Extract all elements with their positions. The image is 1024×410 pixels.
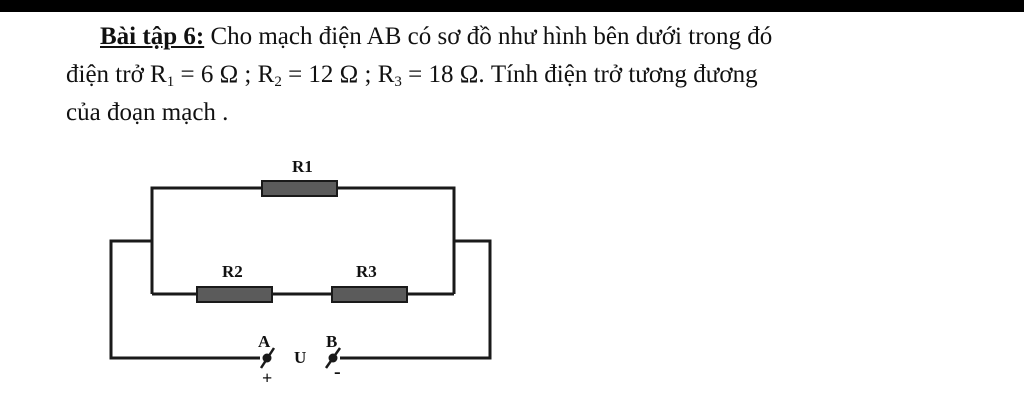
- label-terminal-b: B: [326, 332, 337, 351]
- terminal-a: [259, 347, 276, 369]
- label-r3: R3: [356, 262, 377, 281]
- circuit-wires: [109, 186, 492, 360]
- r1-value: = 6 Ω: [174, 61, 239, 88]
- label-plus: +: [262, 368, 272, 388]
- separator-2: ;: [358, 61, 378, 88]
- resistor-intro: điện trở: [66, 61, 151, 88]
- label-r1: R1: [292, 157, 313, 176]
- wire-top-branch: [150, 186, 262, 294]
- circuit-diagram: R1 R2 R3 A B U + -: [109, 157, 492, 388]
- question-end-text: của đoạn mạch .: [66, 99, 229, 126]
- resistor-r3: [331, 286, 408, 303]
- wire-top-branch-right: [337, 186, 456, 294]
- problem-intro-text: Cho mạch điện AB có sơ đồ như hình bên d…: [204, 23, 773, 50]
- r3-symbol: R: [377, 61, 395, 88]
- terminal-b: [324, 347, 342, 369]
- r1-symbol: R: [150, 61, 167, 88]
- resistor-r2: [196, 286, 273, 303]
- r2-symbol: R: [257, 61, 275, 88]
- exercise-title: Bài tập 6:: [100, 23, 205, 50]
- label-minus: -: [334, 361, 341, 383]
- problem-line-1: Bài tập 6: Cho mạch điện AB có sơ đồ như…: [66, 18, 996, 56]
- top-black-bar: [0, 0, 1024, 12]
- r1-subscript: 1: [166, 74, 175, 90]
- problem-statement: Bài tập 6: Cho mạch điện AB có sơ đồ như…: [66, 18, 996, 132]
- problem-line-2: điện trở R1 = 6 Ω ; R2 = 12 Ω ; R3 = 18 …: [66, 56, 996, 94]
- r2-subscript: 2: [274, 74, 282, 90]
- problem-line-3: của đoạn mạch .: [66, 94, 996, 132]
- wire-outer-right: [340, 239, 492, 360]
- question-text: . Tính điện trở tương đương: [478, 61, 758, 88]
- wire-outer-left: [109, 239, 260, 360]
- resistor-r1: [261, 180, 338, 197]
- label-terminal-a: A: [258, 332, 271, 351]
- separator-1: ;: [238, 61, 258, 88]
- label-voltage-u: U: [294, 348, 306, 367]
- r3-value: = 18 Ω: [401, 61, 479, 88]
- r3-subscript: 3: [394, 74, 402, 90]
- label-r2: R2: [222, 262, 243, 281]
- r2-value: = 12 Ω: [281, 61, 359, 88]
